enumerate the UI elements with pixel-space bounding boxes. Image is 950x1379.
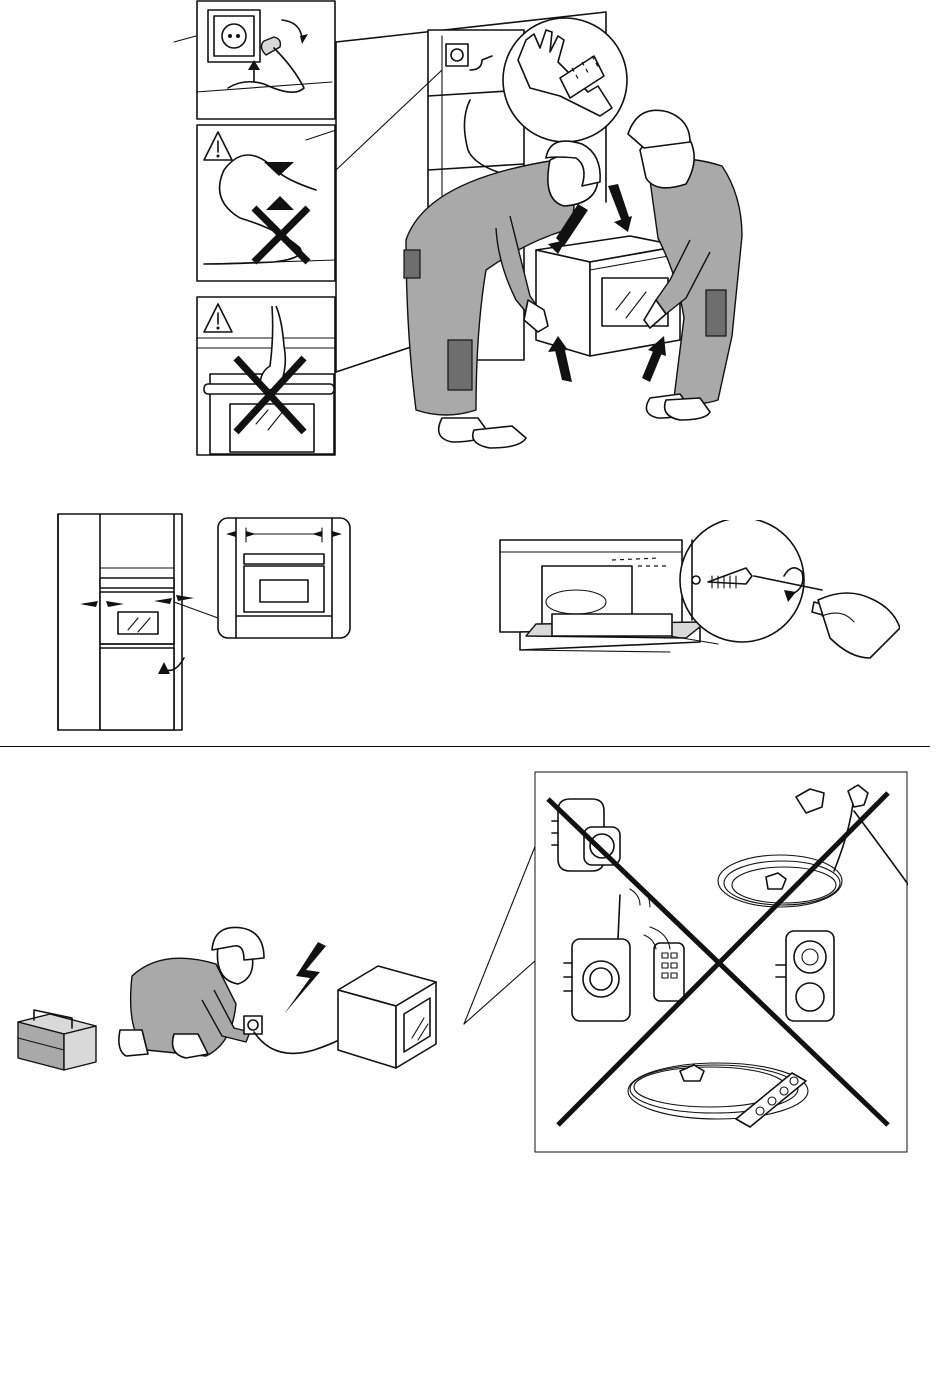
gloves-icon bbox=[503, 18, 627, 142]
gap-detail-inset bbox=[218, 518, 350, 638]
hand-screwdriver bbox=[812, 593, 900, 658]
screw-detail bbox=[680, 520, 822, 642]
cabinet-gap-alignment bbox=[50, 508, 360, 738]
electrical-connection-scene bbox=[14, 920, 464, 1080]
toolbox-icon bbox=[18, 1010, 96, 1070]
oven-screw-fixing bbox=[492, 520, 900, 680]
no-adapters-extensions-panel bbox=[534, 771, 908, 1153]
wall-socket-icon bbox=[244, 1016, 262, 1034]
two-workers-lifting-oven bbox=[170, 0, 780, 480]
electrician-worker bbox=[119, 927, 264, 1058]
screw-hole-icon bbox=[692, 576, 700, 584]
electric-shock-icon bbox=[284, 942, 326, 1014]
section-divider bbox=[0, 746, 930, 747]
oven-unit bbox=[338, 966, 436, 1068]
callout-lines bbox=[460, 840, 540, 1030]
